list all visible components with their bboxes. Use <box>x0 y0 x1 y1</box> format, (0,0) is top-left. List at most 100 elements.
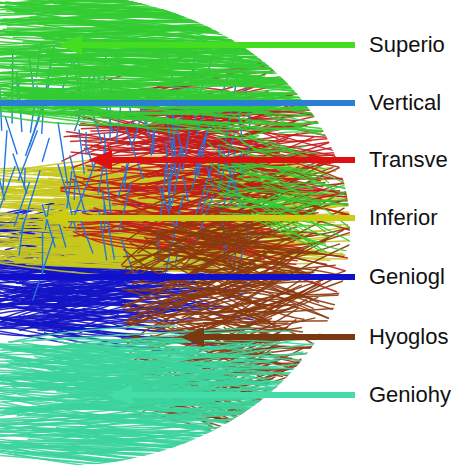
fiber <box>42 138 49 162</box>
fiber <box>51 216 361 221</box>
fiber <box>0 166 15 226</box>
fiber <box>208 113 285 126</box>
fiber <box>4 59 267 63</box>
pointer-line <box>110 157 355 163</box>
fiber <box>58 164 67 194</box>
fiber <box>170 137 174 193</box>
fiber <box>80 219 93 253</box>
muscle-label: Inferior <box>369 207 437 229</box>
fiber <box>222 90 298 101</box>
fiber <box>76 422 271 441</box>
fiber <box>58 122 68 185</box>
fiber <box>0 6 292 25</box>
arrowhead <box>88 150 112 170</box>
fiber <box>125 164 127 189</box>
arrowhead <box>180 327 204 347</box>
fiber <box>183 130 190 172</box>
muscle-label: Transve <box>369 149 448 171</box>
fiber <box>153 304 296 315</box>
muscle-label: Geniohy <box>369 384 451 406</box>
fiber <box>3 130 7 192</box>
pointer-line <box>0 100 355 106</box>
fiber <box>251 107 322 132</box>
arrowhead <box>44 208 68 228</box>
muscle-label: Vertical <box>369 92 441 114</box>
arrowhead <box>58 35 82 55</box>
fiber <box>32 412 304 434</box>
fiber <box>74 179 76 200</box>
fiber <box>0 351 258 380</box>
fiber <box>188 408 328 474</box>
fiber <box>125 127 143 179</box>
fiber <box>220 145 307 152</box>
muscle-label: Hyoglos <box>369 326 448 348</box>
fiber <box>241 120 292 150</box>
fiber <box>168 173 171 208</box>
fiber <box>121 223 200 265</box>
fiber <box>0 323 110 328</box>
fiber <box>269 219 346 251</box>
fiber <box>127 274 273 321</box>
fiber <box>77 407 281 419</box>
fiber <box>24 168 26 189</box>
fiber <box>237 172 303 179</box>
fiber <box>238 167 317 179</box>
fiber <box>153 130 155 154</box>
fiber <box>276 194 352 204</box>
fiber <box>0 293 108 305</box>
fiber <box>239 138 283 155</box>
fiber <box>102 192 114 260</box>
fiber <box>14 182 30 227</box>
fiber <box>79 130 84 175</box>
fiber <box>215 408 367 462</box>
muscle-label: Superio <box>369 34 445 56</box>
muscle-label: Geniogl <box>369 266 445 288</box>
fiber <box>181 231 275 248</box>
fiber <box>2 0 319 18</box>
fiber <box>70 155 86 213</box>
fiber <box>212 124 259 138</box>
fiber <box>61 3 290 4</box>
fiber-bundle <box>0 0 434 474</box>
fiber <box>0 139 5 201</box>
pointer-line <box>80 42 355 48</box>
fiber <box>151 127 154 156</box>
pointer-arrows <box>0 35 355 405</box>
fiber <box>85 132 87 153</box>
fiber <box>0 83 287 84</box>
fiber <box>279 168 355 189</box>
fiber <box>19 222 24 256</box>
fiber <box>274 158 373 208</box>
fiber <box>13 153 27 193</box>
fiber <box>15 0 334 13</box>
fiber <box>17 403 236 416</box>
pointer-line <box>66 215 355 221</box>
fiber <box>259 110 316 123</box>
fiber <box>33 237 54 301</box>
fiber <box>0 85 194 93</box>
arrowhead <box>108 385 132 405</box>
fiber <box>29 11 377 18</box>
pointer-line <box>202 334 355 340</box>
fiber <box>0 308 85 319</box>
pointer-line <box>0 274 355 280</box>
fiber <box>215 249 304 294</box>
fiber <box>5 116 17 154</box>
fiber <box>221 278 350 300</box>
fiber <box>18 130 37 181</box>
fiber <box>7 13 324 29</box>
fiber <box>87 146 94 168</box>
fiber <box>123 255 251 270</box>
fiber <box>211 294 365 310</box>
fiber <box>93 115 101 142</box>
fiber <box>0 445 223 458</box>
fiber <box>0 64 240 84</box>
fiber <box>98 164 103 193</box>
fiber <box>62 54 375 73</box>
pointer-line <box>130 392 355 398</box>
fiber <box>279 183 355 192</box>
fiber <box>261 197 314 226</box>
fiber <box>221 290 314 309</box>
fiber <box>30 428 265 433</box>
fiber <box>118 160 130 198</box>
